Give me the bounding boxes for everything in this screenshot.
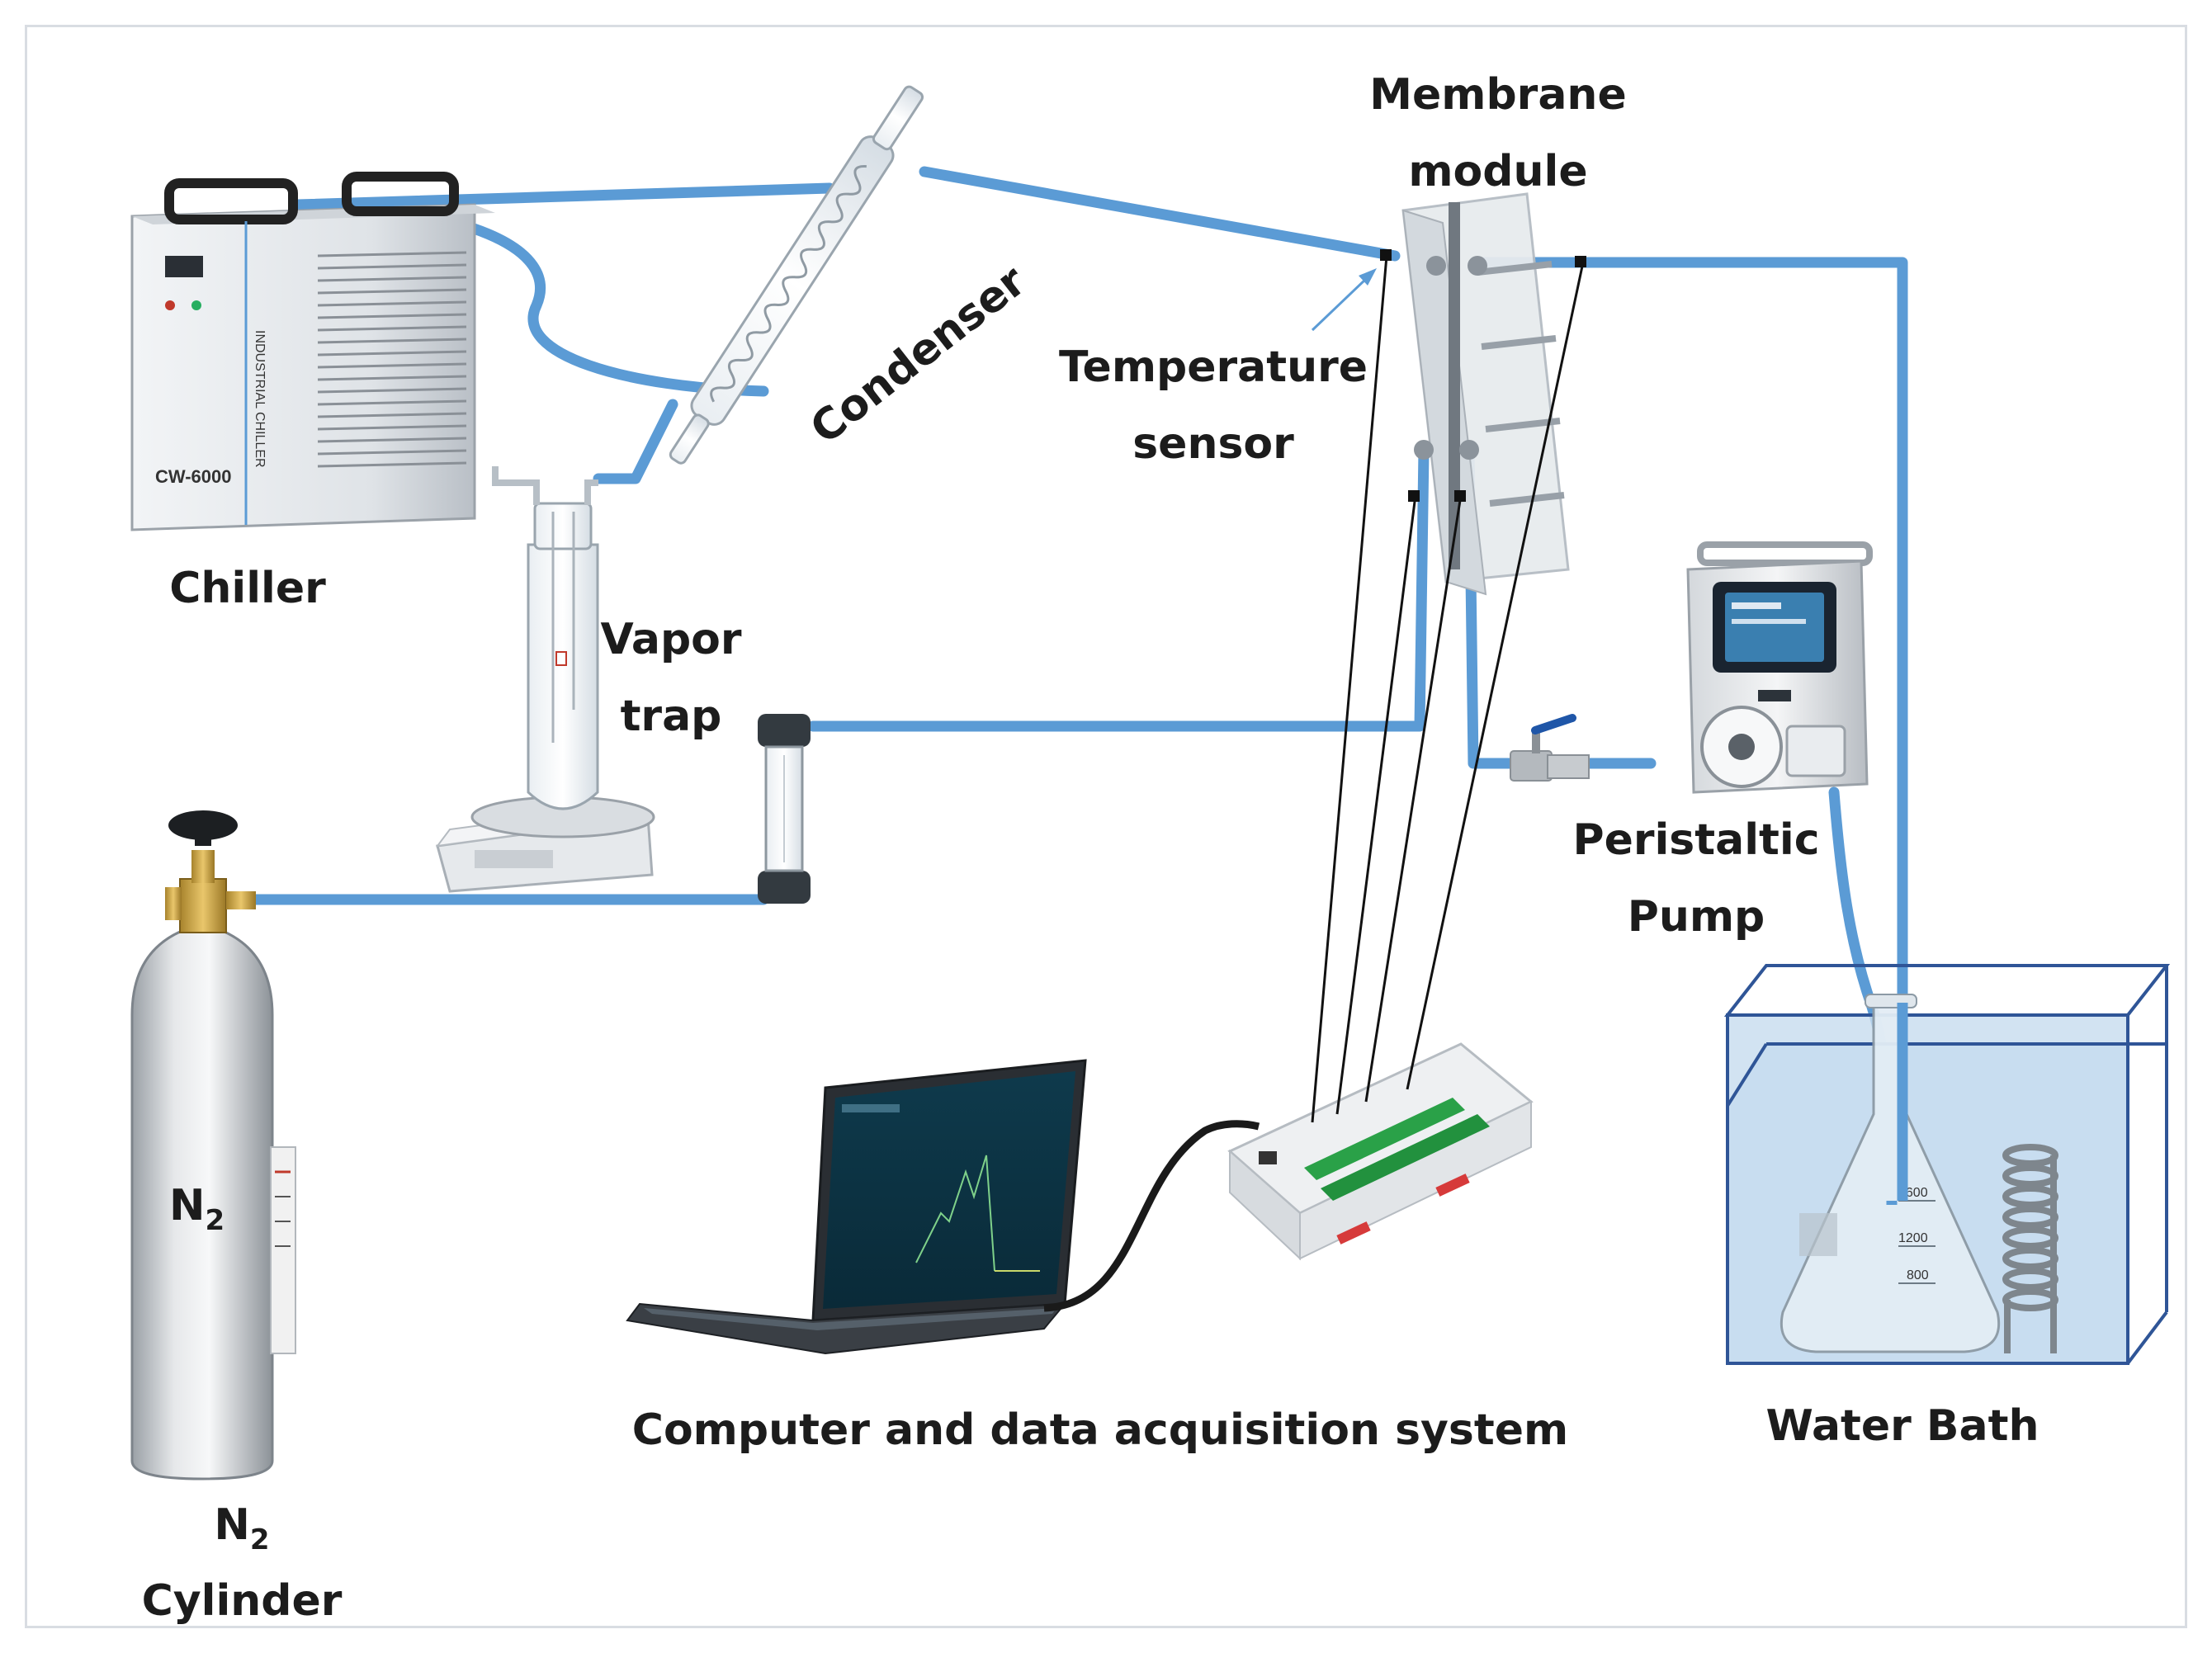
vapor-trap-label-line1: Vapor bbox=[600, 615, 741, 664]
glass-condenser-icon bbox=[669, 85, 924, 465]
sensor-wires bbox=[1311, 255, 1585, 1123]
tube-condenser-to-membrane bbox=[919, 166, 1401, 262]
sensor-node-2 bbox=[1575, 256, 1586, 267]
heating-coil-icon bbox=[2002, 1144, 2058, 1353]
sensor-nodes bbox=[1380, 249, 1586, 502]
sensor-node-3 bbox=[1408, 490, 1420, 502]
peristaltic-pump-icon bbox=[1686, 541, 1873, 794]
membrane-module-icon bbox=[1401, 192, 1570, 596]
temperature-label-line2: sensor bbox=[1132, 419, 1294, 469]
laptop-cable bbox=[1043, 1120, 1260, 1312]
chiller-side-text: INDUSTRIAL CHILLER bbox=[253, 330, 267, 468]
cylinder-formula-label: N2 bbox=[214, 1500, 269, 1556]
wire-sensor-2 bbox=[1335, 494, 1417, 1115]
vapor-trap-icon bbox=[435, 466, 655, 893]
laptop-screen-plot bbox=[915, 1155, 1040, 1272]
wire-sensor-3 bbox=[1364, 494, 1463, 1103]
cylinder-word-label: Cylinder bbox=[142, 1576, 343, 1626]
water-bath-label: Water Bath bbox=[1765, 1401, 2039, 1451]
condenser-coil bbox=[710, 165, 867, 403]
membrane-label-line1: Membrane bbox=[1369, 70, 1626, 120]
water-bath-icon: 1600 1200 800 bbox=[1723, 964, 2171, 1365]
temperature-pointer-arrow bbox=[1311, 268, 1377, 332]
computer-label: Computer and data acquisition system bbox=[632, 1405, 1568, 1455]
tube-chiller-to-condenser-top bbox=[291, 182, 835, 210]
tube-condenser-to-vapor-trap bbox=[593, 399, 678, 484]
chiller-model-text: CW-6000 bbox=[155, 466, 231, 487]
tube-membrane-to-bath bbox=[1472, 257, 1908, 1207]
chiller-unit-icon: CW-6000 INDUSTRIAL CHILLER bbox=[130, 172, 495, 531]
sensor-node-1 bbox=[1380, 249, 1392, 261]
vapor-trap-label-line2: trap bbox=[621, 692, 722, 741]
pump-label-line2: Pump bbox=[1628, 892, 1765, 942]
flask-mark-1200: 1200 bbox=[1898, 1231, 1928, 1245]
wire-sensor-1 bbox=[1311, 255, 1388, 1123]
flowmeter-icon bbox=[757, 714, 811, 906]
cylinder-n2-label: N2 bbox=[169, 1181, 225, 1237]
laptop-icon bbox=[626, 1059, 1087, 1355]
flask-mark-800: 800 bbox=[1907, 1268, 1929, 1282]
temperature-label-line1: Temperature bbox=[1059, 342, 1368, 392]
tube-membrane-to-flowmeter bbox=[807, 444, 1430, 732]
data-acquisition-module-icon bbox=[1227, 1042, 1534, 1261]
pump-label-line1: Peristaltic bbox=[1572, 815, 1819, 865]
wire-sensor-4 bbox=[1406, 262, 1585, 1090]
sensor-node-4 bbox=[1454, 490, 1466, 502]
membrane-label-line2: module bbox=[1408, 147, 1587, 196]
chiller-label: Chiller bbox=[169, 564, 326, 613]
condenser-label: Condenser bbox=[801, 256, 1035, 454]
chiller-vent-grille bbox=[317, 251, 467, 468]
gas-cylinder-icon bbox=[130, 810, 296, 1481]
ball-valve-icon bbox=[1510, 714, 1590, 782]
tubing bbox=[250, 166, 1908, 1207]
frame-border bbox=[25, 25, 2187, 1628]
